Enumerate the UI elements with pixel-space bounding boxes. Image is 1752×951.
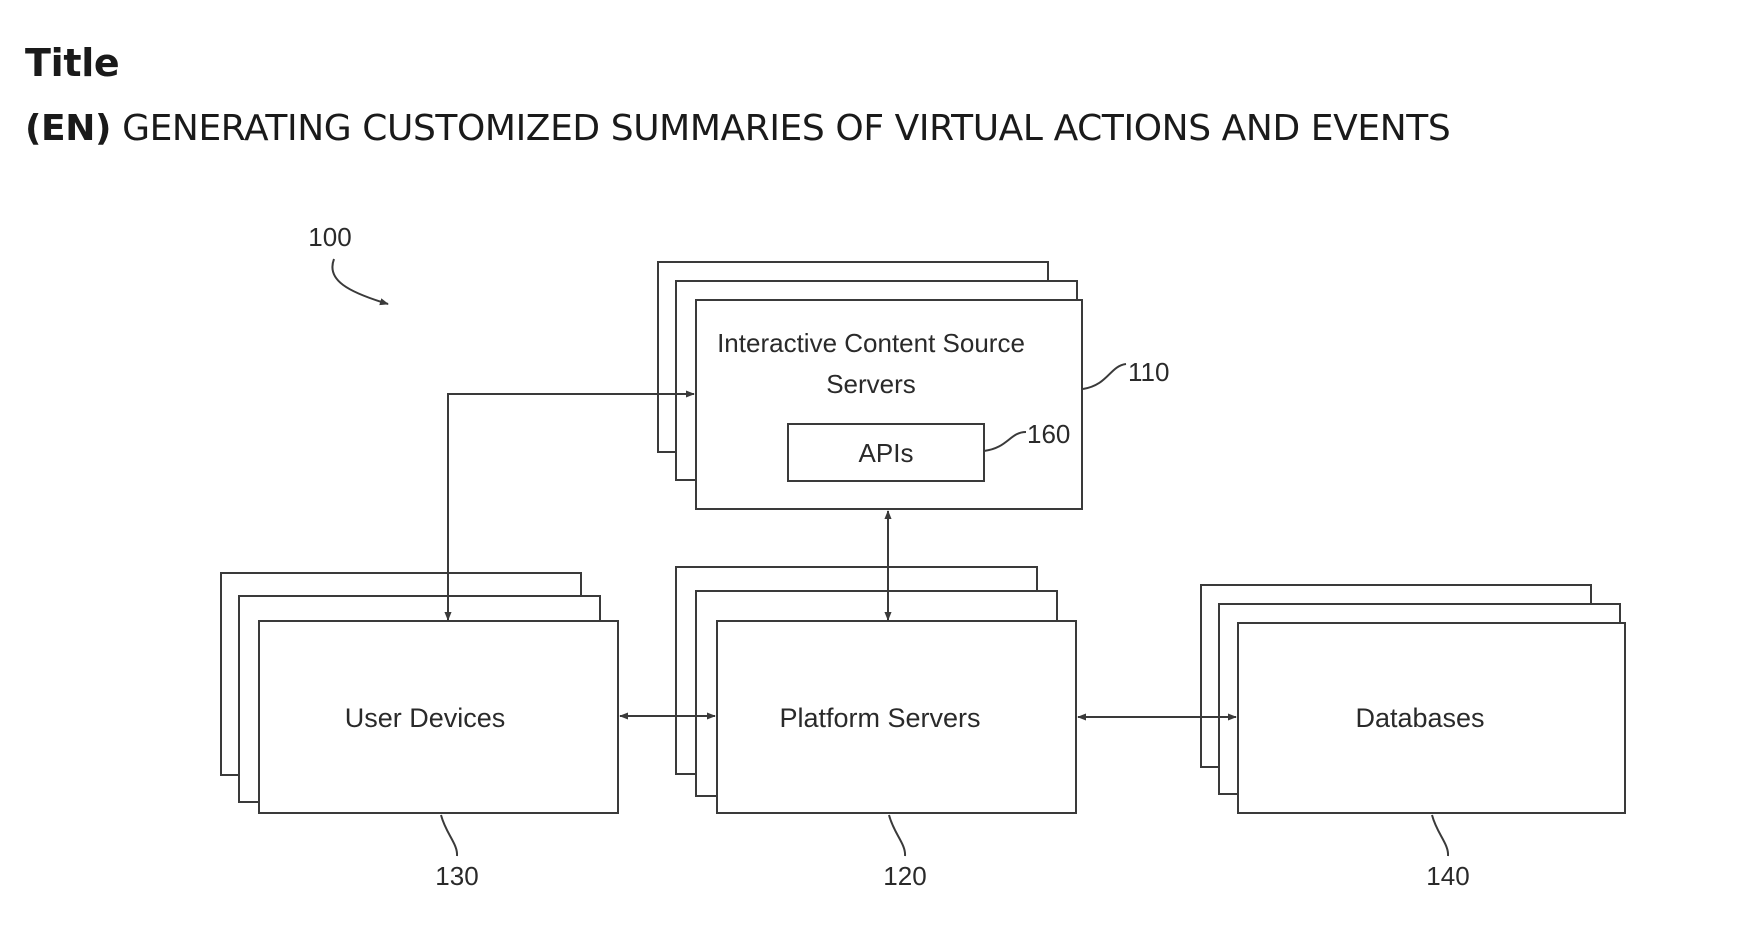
system-ref-label: 100 bbox=[308, 222, 351, 252]
section-heading: Title bbox=[25, 41, 120, 85]
user-devices-label: User Devices bbox=[345, 703, 506, 733]
user-devices-ref-leader bbox=[440, 814, 459, 857]
content-servers-ref-leader bbox=[1082, 363, 1127, 390]
content-servers-label-line1: Interactive Content Source bbox=[717, 328, 1025, 358]
platform-servers-ref-leader bbox=[888, 814, 907, 857]
language-tag: (EN) bbox=[25, 108, 112, 149]
apis-label: APIs bbox=[859, 438, 914, 468]
user-devices-stack bbox=[220, 572, 619, 814]
databases-ref-leader bbox=[1431, 814, 1450, 857]
databases-ref-label: 140 bbox=[1426, 861, 1469, 891]
database-front bbox=[1237, 622, 1626, 814]
apis-ref-leader bbox=[983, 431, 1027, 452]
patent-title-text: GENERATING CUSTOMIZED SUMMARIES OF VIRTU… bbox=[122, 108, 1451, 149]
system-ref-pointer bbox=[331, 258, 389, 306]
apis-box bbox=[787, 423, 985, 482]
user-device-front bbox=[258, 620, 619, 814]
content-servers-ref-label: 110 bbox=[1128, 357, 1169, 387]
databases-label: Databases bbox=[1355, 703, 1484, 733]
platform-servers-label: Platform Servers bbox=[779, 703, 980, 733]
connector-user-devices-to-content-servers bbox=[444, 390, 695, 621]
platform-server-front bbox=[716, 620, 1077, 814]
databases-stack bbox=[1200, 584, 1626, 814]
platform-servers-ref-label: 120 bbox=[883, 861, 926, 891]
user-devices-ref-label: 130 bbox=[435, 861, 478, 891]
content-servers-label-line2: Servers bbox=[826, 369, 916, 399]
patent-title: (EN) GENERATING CUSTOMIZED SUMMARIES OF … bbox=[25, 108, 1451, 149]
apis-ref-label: 160 bbox=[1027, 419, 1070, 449]
platform-servers-stack bbox=[675, 566, 1077, 814]
content-servers-stack bbox=[657, 261, 1083, 510]
